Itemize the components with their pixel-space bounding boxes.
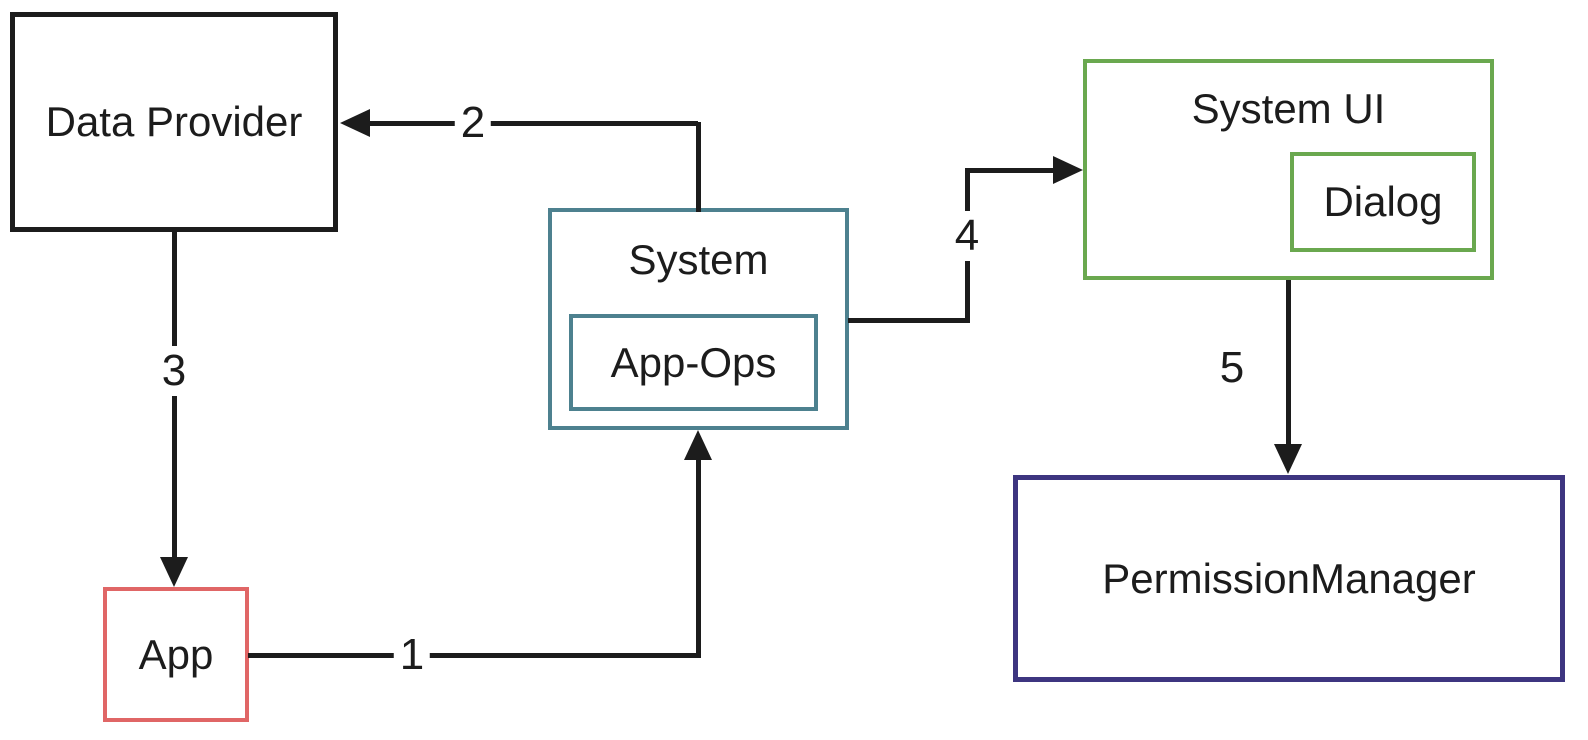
arrow-1-arrowhead-up-icon [684, 430, 712, 460]
node-dialog: Dialog [1290, 152, 1476, 252]
arrow-1-label: 1 [393, 630, 431, 680]
arrow-5-label: 5 [1213, 343, 1251, 393]
arrow-2-vertical-segment [696, 122, 701, 212]
arrow-5-vertical-segment [1286, 280, 1291, 446]
arrow-3-label: 3 [155, 346, 193, 396]
node-system-label: System [628, 236, 769, 283]
arrow-2-horizontal-segment [366, 121, 698, 126]
node-app: App [103, 587, 249, 722]
arrow-4-lower-horizontal-segment [848, 318, 970, 323]
node-dialog-label: Dialog [1323, 178, 1443, 225]
arrow-4-upper-horizontal-segment [965, 168, 1055, 173]
arrow-2-arrowhead-left-icon [340, 109, 370, 137]
arrow-1-vertical-segment [696, 458, 701, 658]
node-data-provider-label: Data Provider [45, 98, 303, 145]
node-app-ops-label: App-Ops [610, 338, 777, 386]
arrow-4-arrowhead-right-icon [1053, 156, 1083, 184]
node-permission-manager-label: PermissionManager [1102, 554, 1476, 602]
arrow-4-label: 4 [948, 211, 986, 261]
node-data-provider: Data Provider [10, 12, 338, 232]
arrow-3-arrowhead-down-icon [160, 557, 188, 587]
node-app-ops: App-Ops [569, 314, 818, 411]
node-permission-manager: PermissionManager [1013, 475, 1565, 682]
arrow-2-label: 2 [454, 98, 492, 148]
node-system-ui-label: System UI [1191, 85, 1386, 132]
arrow-3-vertical-segment [172, 232, 177, 560]
arrow-1-horizontal-segment [248, 653, 698, 658]
arrow-5-arrowhead-down-icon [1274, 444, 1302, 474]
node-app-label: App [138, 630, 214, 678]
